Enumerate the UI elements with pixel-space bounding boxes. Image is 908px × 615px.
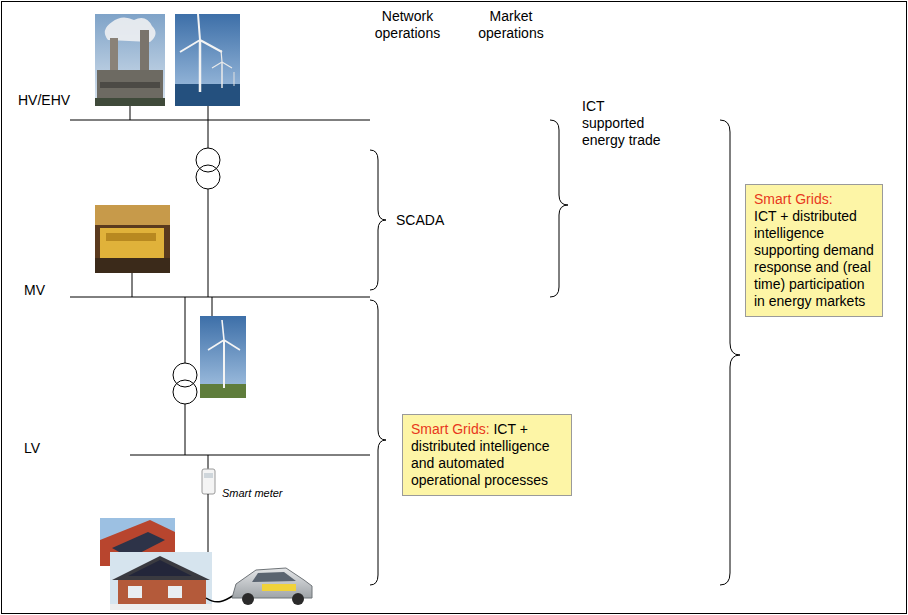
voltage-level: HV/EHV [18,92,70,109]
electric-car [232,568,312,605]
generator-photo [95,205,170,273]
box-text: ICT + distributed intelligence supportin… [754,208,874,309]
lv-bus [130,455,370,456]
callout-box: Smart Grids:ICT + distributed intelligen… [745,184,883,317]
smart-meter-icon [202,469,215,494]
hv-bus [70,120,370,121]
brace [720,120,740,585]
system-label: SCADA [396,212,444,229]
onshore-wind-photo [200,316,246,398]
column-header: Market operations [466,8,556,42]
box-heading: Smart Grids: [411,421,490,437]
device-label: Smart meter [222,486,283,500]
box-heading: Smart Grids: [754,191,874,208]
voltage-level: MV [24,282,45,299]
brace [370,150,386,290]
offshore-wind-photo [175,14,240,106]
system-label: ICT supported energy trade [582,98,662,149]
voltage-level: LV [24,440,40,457]
mv-bus [70,297,370,298]
brace [550,120,568,297]
charging-cable [206,594,236,602]
coal-plant-photo [95,14,165,106]
column-header: Network operations [360,8,455,42]
house-photo [110,552,212,610]
callout-box: Smart Grids: ICT + distributed intellige… [402,414,572,496]
brace [370,300,386,585]
